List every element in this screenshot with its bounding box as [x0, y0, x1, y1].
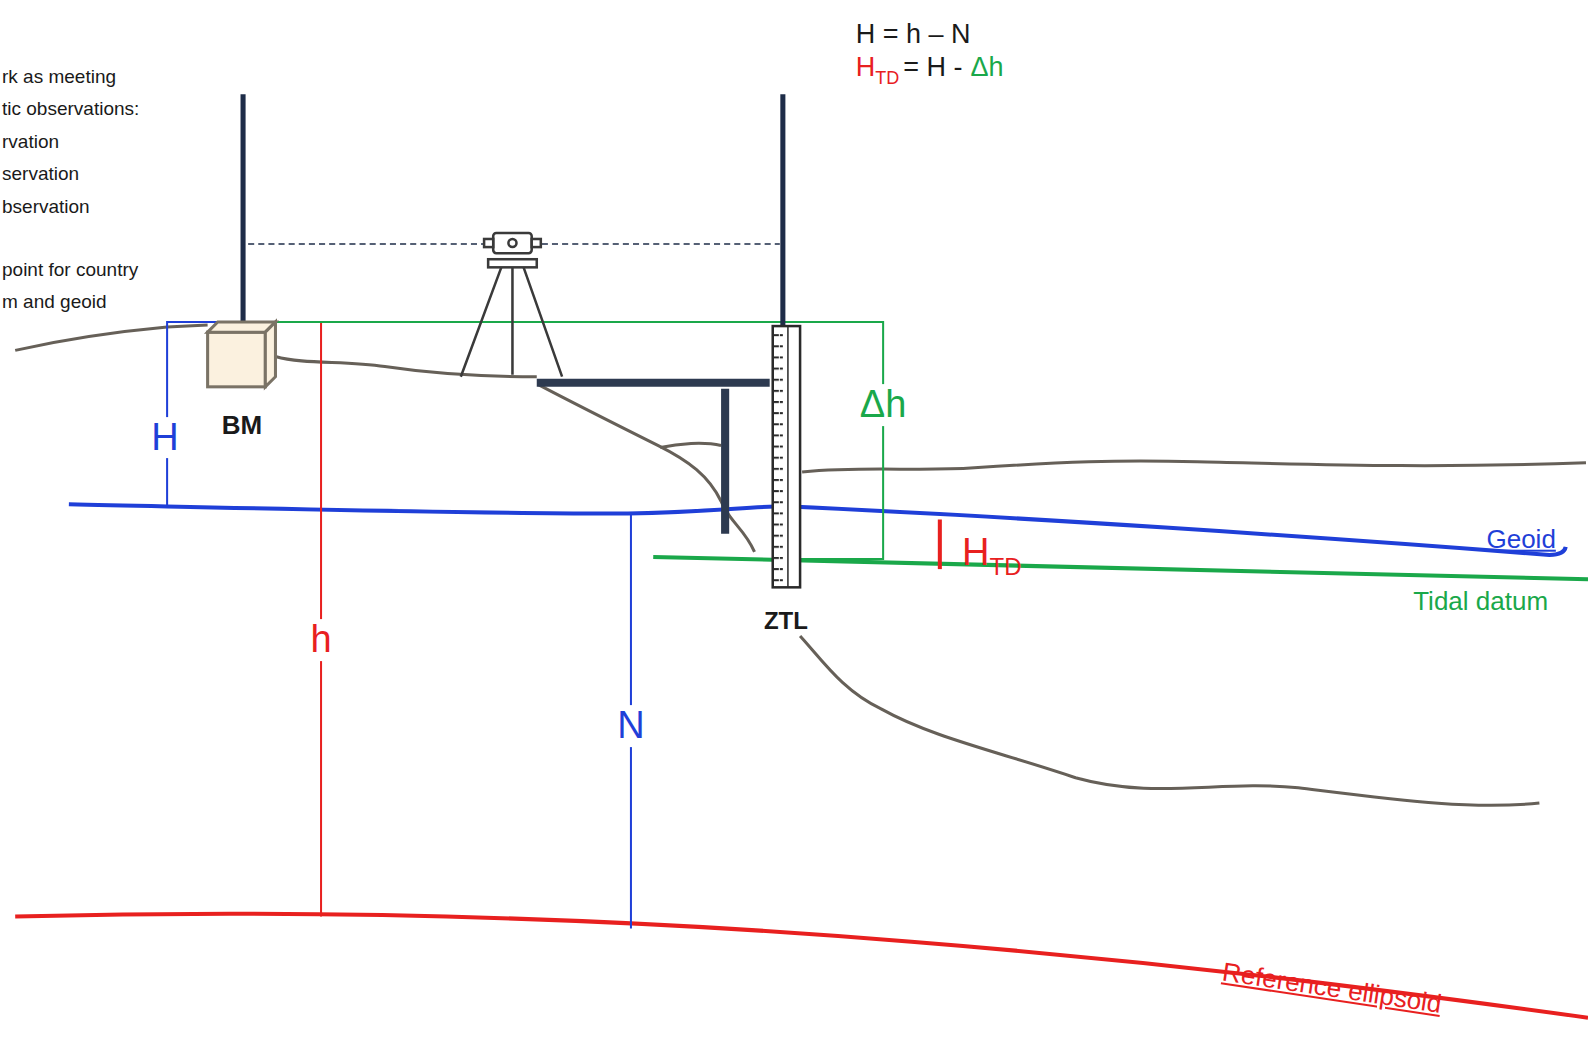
formula-symbol: Δh	[963, 53, 1004, 83]
note-text: rk as meeting	[2, 67, 116, 88]
benchmark: BM	[199, 316, 286, 440]
node-label: ZTL	[761, 608, 811, 634]
leveling-staff	[780, 94, 785, 326]
geoid-label: Geoid	[1486, 524, 1555, 553]
delta-h-label: Δh	[856, 384, 911, 426]
geoid-undulation-label: N	[613, 705, 648, 747]
ellipsoidal-height-label: h	[306, 619, 335, 661]
benchmark-cube	[208, 322, 276, 387]
formula-row: HTD= H -Δh	[856, 53, 1004, 83]
level-instrument	[461, 233, 562, 377]
formula-text: = H -	[899, 53, 962, 83]
note-text: point for country	[2, 260, 138, 281]
htd-label-row: HTD	[962, 532, 1021, 574]
note-text: bservation	[2, 196, 90, 217]
note-text: m and geoid	[2, 291, 107, 312]
geoid-line	[69, 504, 1566, 555]
htd-bar	[938, 519, 942, 569]
tide-gauge-staff: ZTL	[749, 322, 822, 634]
orthometric-height-label: H	[147, 417, 182, 459]
node-label: BM	[219, 411, 265, 440]
tide-staff	[773, 326, 800, 587]
terrain	[15, 325, 1586, 805]
htd-symbol: H	[962, 532, 989, 574]
height-lines	[167, 322, 883, 929]
pier	[537, 383, 770, 534]
htd-subscript: TD	[990, 554, 1022, 580]
formula: H = h – N	[856, 21, 971, 51]
note-text: servation	[2, 164, 79, 185]
formula-subscript: TD	[875, 69, 899, 89]
note-text: rvation	[2, 131, 59, 152]
ellipsoid-label: Reference ellipsoid	[1220, 958, 1443, 1019]
formula-symbol: H	[856, 53, 876, 83]
note-text: tic observations:	[2, 99, 139, 120]
tidal-datum-label: Tidal datum	[1413, 586, 1548, 615]
leveling-staff	[241, 94, 246, 322]
